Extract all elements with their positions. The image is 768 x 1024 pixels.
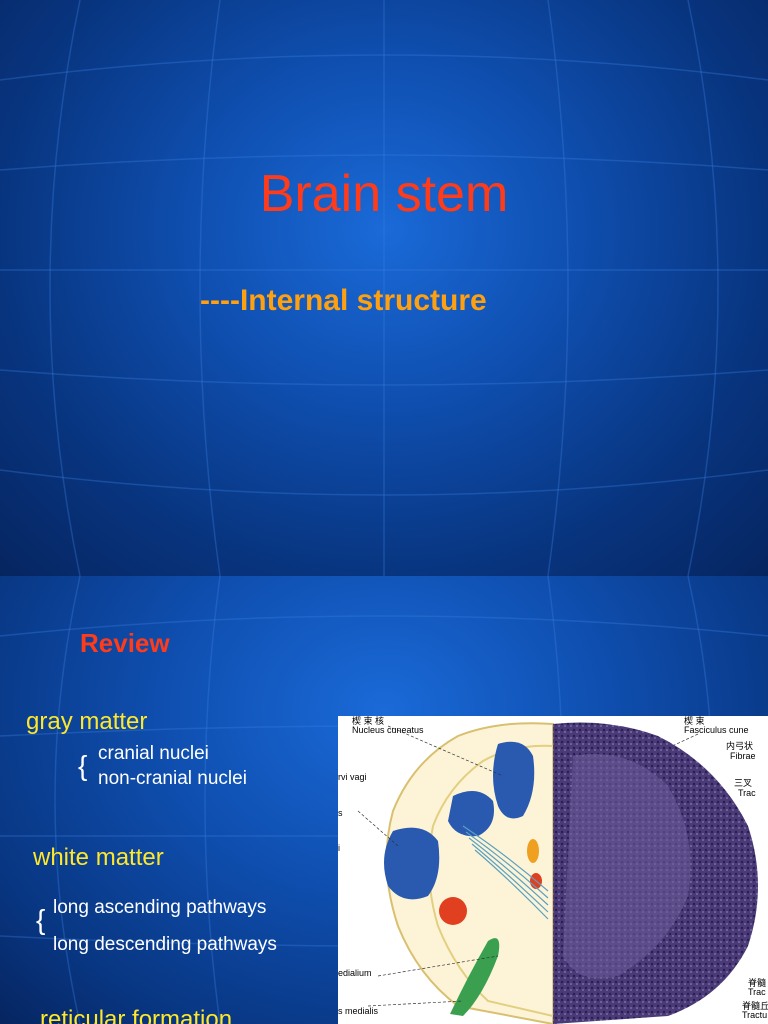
figure-label: 楔 束 核 <box>352 716 384 726</box>
brainstem-section-diagram: 楔 束 核 Nucleus cuneatus rvi vagi s i edia… <box>338 716 768 1024</box>
figure-label: s <box>338 808 343 818</box>
figure-label: s medialis <box>338 1006 379 1016</box>
brace-icon: { <box>78 750 88 781</box>
figure-label: Fibrae <box>730 751 756 761</box>
figure-label: 内弓状 <box>726 740 753 751</box>
figure-label: rvi vagi <box>338 772 367 782</box>
figure-label: 楔 束 <box>684 716 705 726</box>
figure-label: i <box>338 843 340 853</box>
figure-label: Trac <box>748 987 766 997</box>
review-heading: Review <box>80 628 170 658</box>
white-matter-heading: white matter <box>33 844 164 871</box>
figure-label: 脊髓 <box>748 977 766 988</box>
figure-label: Nucleus cuneatus <box>352 725 424 735</box>
figure-label: 三叉 <box>734 778 752 788</box>
figure-label: edialium <box>338 968 372 978</box>
gray-matter-item: non-cranial nuclei <box>98 768 247 789</box>
figure-label: 脊髓丘 <box>742 1000 768 1011</box>
gray-matter-item: cranial nuclei <box>98 743 209 764</box>
globe-grid-background <box>0 0 768 576</box>
white-matter-item: long ascending pathways <box>53 897 267 918</box>
brace-icon: { <box>36 904 46 935</box>
title-slide: Brain stem ----Internal structure <box>0 0 768 576</box>
reticular-formation-heading: reticular formation <box>40 1006 233 1024</box>
figure-label: Tractu <box>742 1010 767 1020</box>
figure-label: Trac <box>738 788 756 798</box>
white-matter-item: long descending pathways <box>53 934 277 955</box>
brainstem-section-figure: 楔 束 核 Nucleus cuneatus rvi vagi s i edia… <box>338 716 768 1024</box>
gray-matter-heading: gray matter <box>26 708 148 735</box>
figure-label: Fasciculus cune <box>684 725 749 735</box>
review-slide: Review gray matter { cranial nuclei non-… <box>0 576 768 1024</box>
slide-subtitle: ----Internal structure <box>200 284 487 317</box>
slide-title: Brain stem <box>259 165 509 223</box>
